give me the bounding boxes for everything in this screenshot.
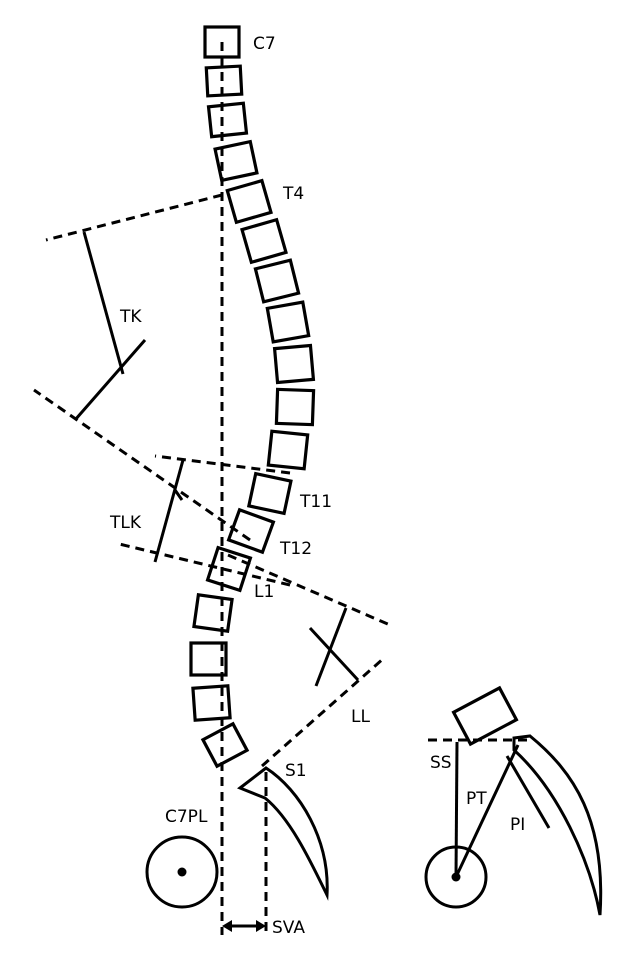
pt-line (454, 741, 459, 878)
vertebra (192, 592, 234, 634)
label-s1: S1 (285, 761, 307, 781)
vertebra (204, 64, 244, 98)
sacrum-right (512, 734, 603, 916)
pelvic-parameters (424, 685, 603, 916)
label-t12: T12 (279, 539, 312, 559)
vertebra-t11 (246, 471, 293, 516)
tlk-angle-lines (114, 454, 291, 587)
label-t4: T4 (282, 184, 304, 204)
sva-arrow (222, 920, 266, 932)
vertebra (200, 721, 250, 769)
label-c7: C7 (253, 34, 276, 54)
c7pl-circle (145, 835, 219, 909)
vertebra (206, 101, 249, 139)
label-pi: PI (510, 815, 525, 835)
label-t11: T11 (299, 492, 332, 512)
label-ss: SS (430, 753, 452, 773)
pi-line-hip (454, 744, 520, 878)
vertebral-column (189, 25, 316, 769)
label-pt: PT (466, 789, 487, 809)
vertebra (253, 258, 301, 304)
vertebra-t12 (226, 507, 276, 555)
vertebra (213, 139, 259, 183)
vertebra (265, 300, 311, 344)
label-ll: LL (351, 707, 370, 727)
vertebra (266, 429, 310, 471)
label-tlk: TLK (109, 513, 142, 533)
ll-angle-lines (227, 553, 391, 768)
vertebra (274, 387, 316, 427)
vertebra (191, 684, 232, 722)
label-l1: L1 (254, 582, 274, 602)
vertebra-l5 (451, 685, 519, 747)
vertebra (189, 641, 228, 677)
sacrum (236, 766, 329, 901)
label-c7pl: C7PL (165, 807, 208, 827)
label-tk: TK (119, 307, 142, 327)
vertebra (240, 217, 288, 265)
vertebra (272, 343, 316, 385)
tk-angle-lines (33, 193, 251, 542)
label-sva: SVA (272, 918, 305, 938)
pi-perpendicular-line (505, 755, 551, 829)
vertebra-t4 (225, 178, 273, 225)
